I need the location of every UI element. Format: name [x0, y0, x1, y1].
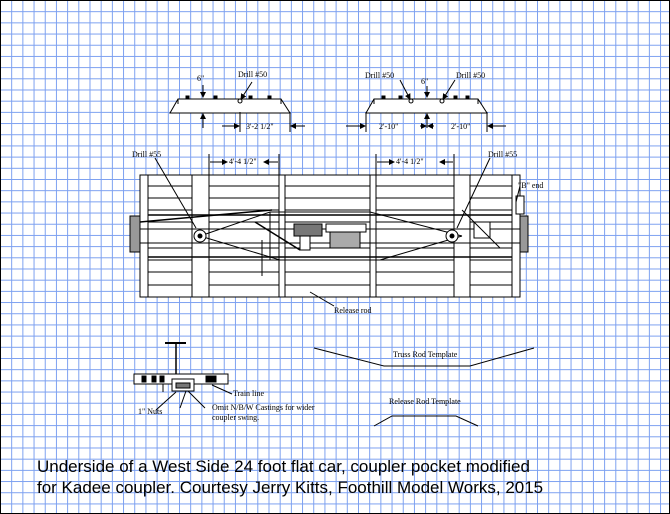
label-dim-2-10-left: 2'-10"	[379, 122, 398, 131]
bolster-detail-right	[346, 79, 506, 132]
label-one-inch-nuts: 1" Nuts	[138, 407, 162, 416]
label-drill50-right-a: Drill #50	[365, 71, 394, 80]
label-six-inch-left: 6"	[197, 74, 204, 83]
release-rod-template	[373, 415, 479, 427]
label-dim-2-10-right: 2'-10"	[451, 122, 470, 131]
coupler-end-view	[133, 342, 233, 411]
label-dim-4-4-half-left: 4'-4 1/2"	[229, 157, 257, 166]
label-drill50-right-b: Drill #50	[456, 71, 485, 80]
label-release-rod-template: Release Rod Template	[389, 397, 461, 406]
label-drill55-left: Drill #55	[132, 150, 161, 159]
car-underside-plan	[129, 154, 529, 307]
label-omit-nbw-line1: Omit N/B/W Castings for wider	[212, 403, 315, 412]
label-omit-nbw-line2: coupler swing.	[212, 413, 259, 422]
label-dim-4-4-half-right: 4'-4 1/2"	[396, 157, 424, 166]
caption-line-2: for Kadee coupler. Courtesy Jerry Kitts,…	[37, 478, 544, 497]
label-release-rod: Release rod	[334, 306, 372, 315]
label-b-end: "B" end	[518, 181, 543, 190]
label-drill50-left: Drill #50	[238, 70, 267, 79]
label-dim-3-2-half: 3'-2 1/2"	[246, 122, 274, 131]
label-truss-rod-template: Truss Rod Template	[393, 350, 458, 359]
label-train-line: Train line	[233, 389, 264, 398]
bolster-detail-left	[169, 81, 305, 132]
label-six-inch-right: 6"	[421, 77, 428, 86]
truss-rod-template	[313, 347, 535, 367]
figure-caption: Underside of a West Side 24 foot flat ca…	[37, 456, 667, 498]
caption-line-1: Underside of a West Side 24 foot flat ca…	[37, 457, 530, 476]
label-drill55-right: Drill #55	[488, 150, 517, 159]
